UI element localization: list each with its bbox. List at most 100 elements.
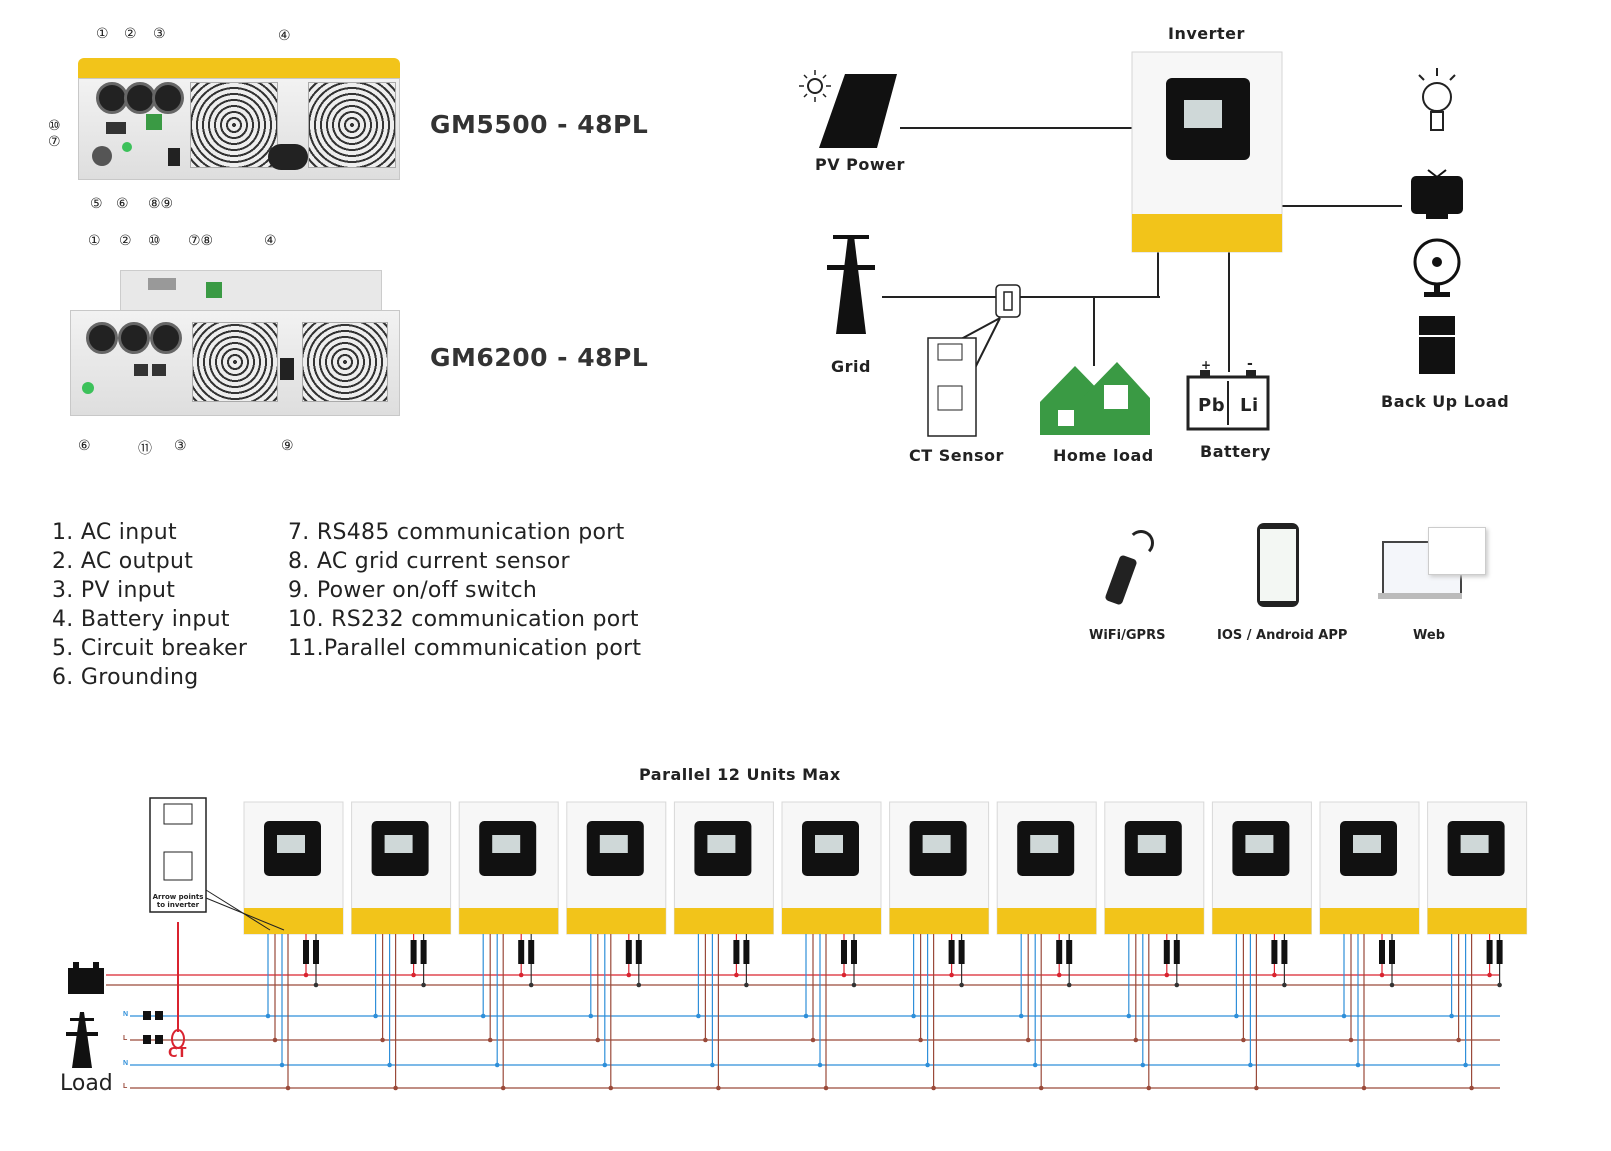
inverter-screen	[1353, 835, 1381, 853]
fan-grille-left	[192, 322, 278, 402]
junction-dot	[1146, 1085, 1152, 1091]
inverter-base	[674, 908, 774, 934]
battery-fuse	[1173, 940, 1180, 964]
parallel-units	[243, 801, 1528, 1091]
line-label-n1: N	[123, 1011, 129, 1018]
battery-fuse	[410, 940, 417, 964]
battery-fuse	[958, 940, 965, 964]
inverter-base	[244, 908, 343, 934]
rs232-port	[106, 122, 126, 134]
arrow-note: Arrow points to inverter	[152, 893, 204, 909]
junction-dot	[1348, 1037, 1354, 1043]
model1-top-cover	[78, 58, 400, 80]
junction-dot	[303, 972, 309, 978]
phone-icon	[1257, 523, 1299, 607]
fan-grille-right	[308, 82, 396, 168]
junction-dot	[1282, 982, 1287, 988]
battery-minus-label: -	[1247, 356, 1254, 372]
callout-11: ⑪	[138, 441, 152, 457]
legend-item: 3. PV input	[52, 578, 176, 603]
dongle-body	[1104, 554, 1138, 606]
model1-title: GM5500 - 48PL	[430, 110, 649, 139]
battery-fuse	[625, 940, 632, 964]
junction-dot	[1018, 1013, 1024, 1019]
fan-grille-left	[190, 82, 278, 168]
junction-dot	[518, 972, 524, 978]
inverter-screen	[1030, 835, 1059, 853]
junction-dot	[925, 1062, 930, 1068]
junction-dot	[734, 972, 739, 978]
junction-dot	[421, 982, 426, 988]
battery-fuse	[841, 940, 847, 964]
junction-dot	[487, 1037, 493, 1043]
junction-dot	[959, 982, 964, 988]
callout-2: ②	[124, 26, 137, 42]
battery-fuse	[851, 940, 857, 964]
pv-input-port	[150, 322, 182, 354]
inverter-label: Inverter	[1168, 24, 1245, 43]
callout-4: ④	[278, 28, 291, 44]
junction-dot	[480, 1013, 486, 1019]
callout-5: ⑤	[90, 196, 103, 212]
battery-fuse	[313, 940, 319, 964]
pv-input-port	[152, 82, 184, 114]
callout-9: ⑨	[281, 438, 294, 454]
legend-item: 2. AC output	[52, 549, 194, 574]
junction-dot	[595, 1037, 601, 1043]
grounding-point	[122, 142, 132, 152]
junction-dot	[1056, 972, 1062, 978]
ct-sensor-card	[149, 797, 285, 931]
junction-dot	[380, 1037, 385, 1043]
battery-fuse	[518, 940, 525, 964]
parallel-diagram	[66, 797, 1528, 1091]
inverter-unit	[1319, 801, 1420, 1091]
battery-plus-label: +	[1201, 358, 1212, 372]
junction-dot	[411, 972, 416, 978]
junction-dot	[1449, 1013, 1454, 1019]
junction-dot	[1032, 1062, 1038, 1068]
junction-dot	[608, 1085, 614, 1091]
battery-fuse	[948, 940, 955, 964]
junction-dot	[1254, 1085, 1259, 1091]
inverter-unit	[351, 801, 452, 1091]
inverter-screen	[1460, 835, 1489, 853]
junction-dot	[703, 1037, 708, 1043]
junction-dot	[265, 1013, 271, 1019]
ac-input-port	[96, 82, 128, 114]
inverter-unit	[996, 801, 1097, 1091]
solar-panel-icon	[819, 74, 897, 148]
inverter-unit	[1104, 801, 1205, 1091]
legend-item: 5. Circuit breaker	[52, 636, 248, 661]
backup-load-label: Back Up Load	[1381, 392, 1510, 411]
circuit-breaker	[92, 146, 112, 166]
junction-dot	[387, 1062, 392, 1068]
junction-dot	[1174, 982, 1180, 988]
inverter-unit	[458, 801, 559, 1091]
junction-dot	[810, 1037, 816, 1043]
inverter-screen	[384, 835, 413, 853]
home-load-label: Home load	[1053, 446, 1154, 465]
inverter-screen	[815, 835, 843, 853]
junction-dot	[272, 1037, 278, 1043]
battery-icon	[1186, 370, 1270, 431]
inverter-base	[782, 908, 881, 934]
junction-dot	[494, 1062, 500, 1068]
power-switch	[280, 358, 294, 380]
inverter-unit	[1427, 801, 1528, 1091]
junction-dot	[716, 1085, 721, 1091]
parallel-port-b	[152, 364, 166, 376]
inverter-unit	[673, 801, 774, 1091]
inverter-base	[1104, 908, 1204, 934]
inverter-unit	[243, 801, 344, 1091]
battery-bank-icon	[68, 962, 104, 994]
junction-dot	[279, 1062, 285, 1068]
junction-dot	[636, 982, 642, 988]
battery-pb-label: Pb	[1198, 395, 1226, 416]
model2-title: GM6200 - 48PL	[430, 343, 649, 372]
tv-icon	[1411, 169, 1463, 219]
inverter-base	[459, 908, 559, 934]
legend-item: 10. RS232 communication port	[288, 607, 639, 632]
inverter-base	[997, 908, 1097, 934]
inverter-unit	[781, 801, 882, 1091]
battery-fuse	[635, 940, 642, 964]
